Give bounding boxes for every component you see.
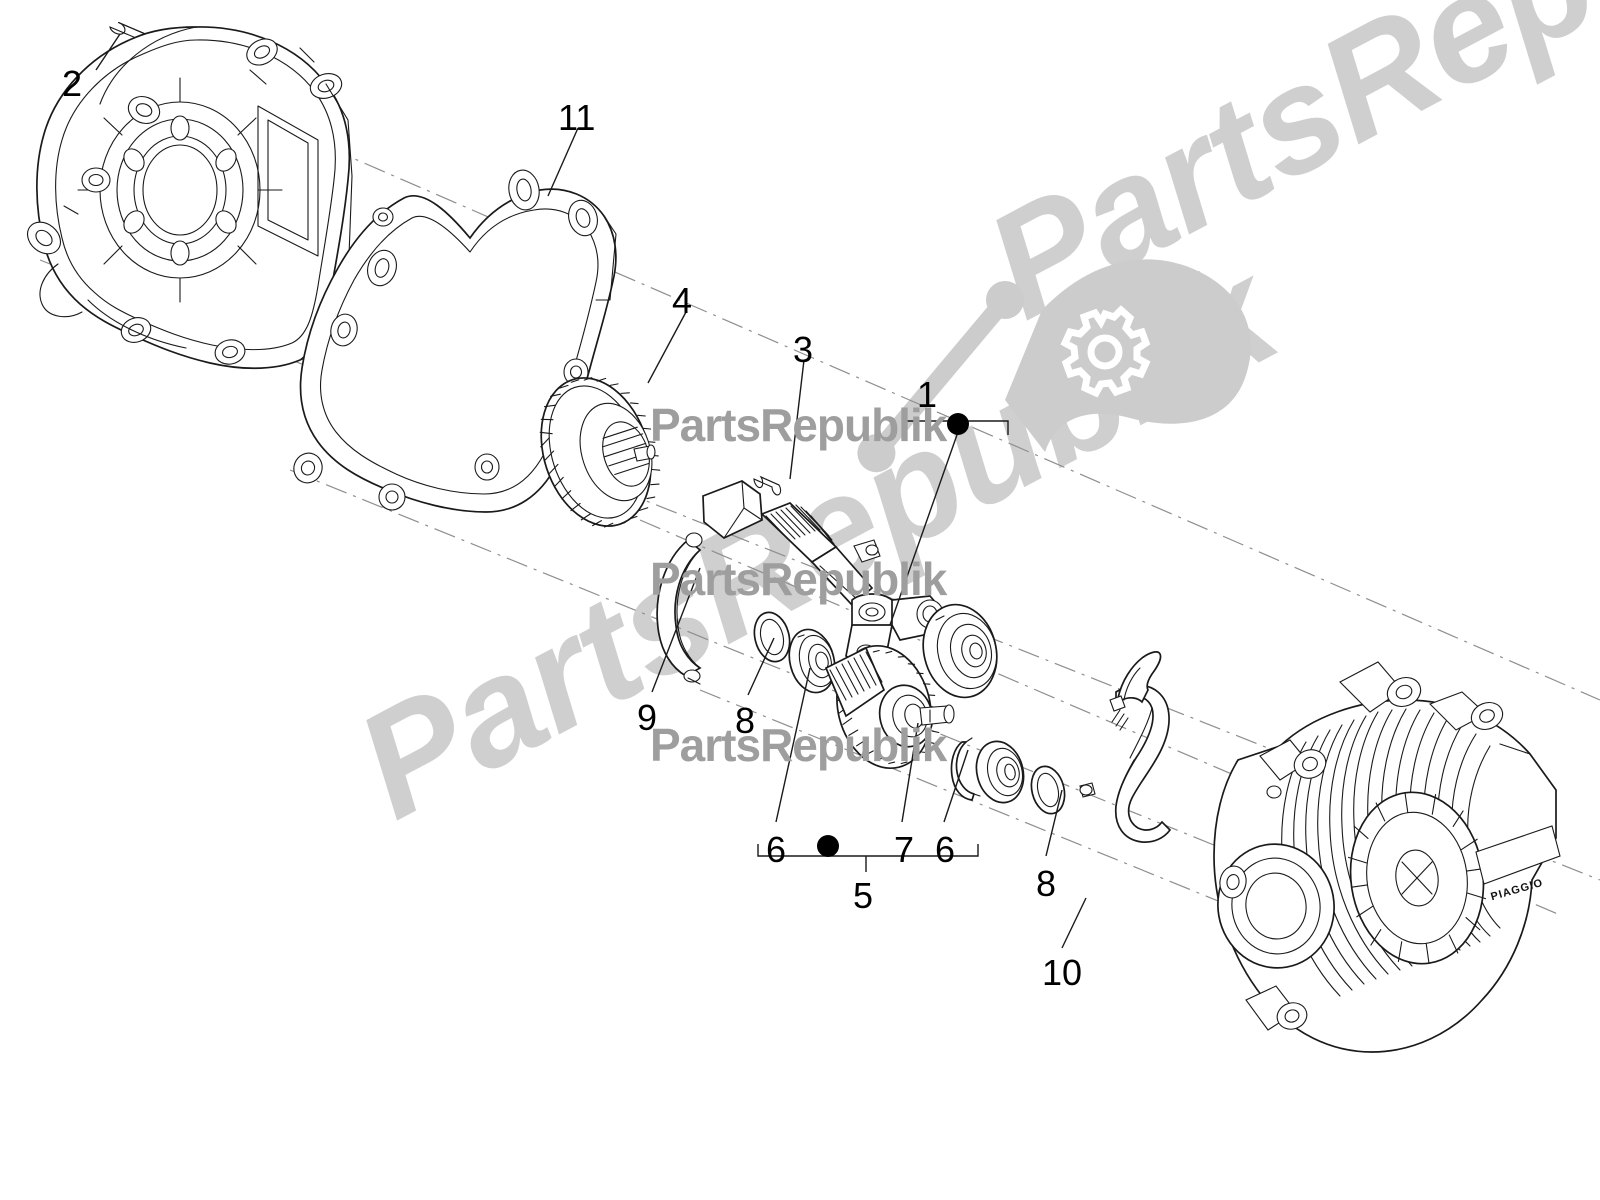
leader-line-3 bbox=[789, 359, 805, 480]
callout-number-6a: 6 bbox=[766, 829, 787, 870]
guard-hook-cover-10 bbox=[1079, 651, 1172, 843]
leader-line-8a bbox=[747, 637, 775, 696]
leader-line-8b bbox=[1045, 789, 1063, 857]
cover-gasket bbox=[293, 169, 617, 513]
shim-washer-8a bbox=[753, 611, 791, 663]
bracket-5 bbox=[757, 835, 979, 872]
callout-number-8b: 8 bbox=[1036, 863, 1057, 904]
leader-line-6b bbox=[943, 749, 969, 823]
ball-bearing-6a bbox=[788, 628, 836, 694]
circlip-6b bbox=[950, 737, 981, 801]
callout-number-6b: 6 bbox=[935, 829, 956, 870]
shim-washer-8b bbox=[1030, 765, 1066, 815]
engine-case-assembly bbox=[1213, 661, 1561, 1053]
helical-driven-gear bbox=[539, 377, 661, 528]
ball-bearing-small-right bbox=[975, 740, 1025, 804]
callout-number-4: 4 bbox=[672, 280, 693, 321]
leader-line-4 bbox=[647, 311, 687, 384]
watermark-horizontal-1: PartsRepublik bbox=[650, 399, 947, 451]
watermark-horizontal-2: PartsRepublik bbox=[650, 553, 947, 605]
callout-number-10: 10 bbox=[1042, 952, 1083, 993]
callout-number-9: 9 bbox=[637, 697, 658, 738]
leader-line-9 bbox=[651, 567, 701, 693]
bracket-1 bbox=[904, 413, 1009, 435]
callout-number-3: 3 bbox=[793, 329, 814, 370]
leader-line-10 bbox=[1061, 897, 1087, 949]
callout-number-2: 2 bbox=[62, 63, 83, 104]
callout-number-8a: 8 bbox=[735, 700, 756, 741]
leader-lines bbox=[95, 33, 1087, 949]
bracket-dot-5 bbox=[817, 835, 839, 857]
leader-line-11 bbox=[547, 127, 579, 197]
dowel-pin-3 bbox=[753, 475, 782, 496]
callout-number-11: 11 bbox=[558, 97, 596, 138]
ball-bearing-1 bbox=[922, 603, 998, 699]
leader-line-1 bbox=[889, 431, 959, 626]
drive-shaft bbox=[702, 480, 944, 672]
callout-number-7: 7 bbox=[894, 829, 915, 870]
callout-number-1: 1 bbox=[917, 374, 938, 415]
callout-number-5: 5 bbox=[853, 875, 874, 916]
pinion-cluster-gear-7 bbox=[824, 644, 955, 770]
engine-cover-housing bbox=[26, 26, 353, 370]
leader-line-7 bbox=[901, 722, 919, 823]
watermark-horizontal-3: PartsRepublik bbox=[650, 719, 947, 771]
leader-line-2 bbox=[95, 33, 121, 71]
bracket-dot-1 bbox=[947, 413, 969, 435]
flag-gear-logo bbox=[857, 259, 1251, 473]
leader-line-6a bbox=[775, 667, 811, 823]
